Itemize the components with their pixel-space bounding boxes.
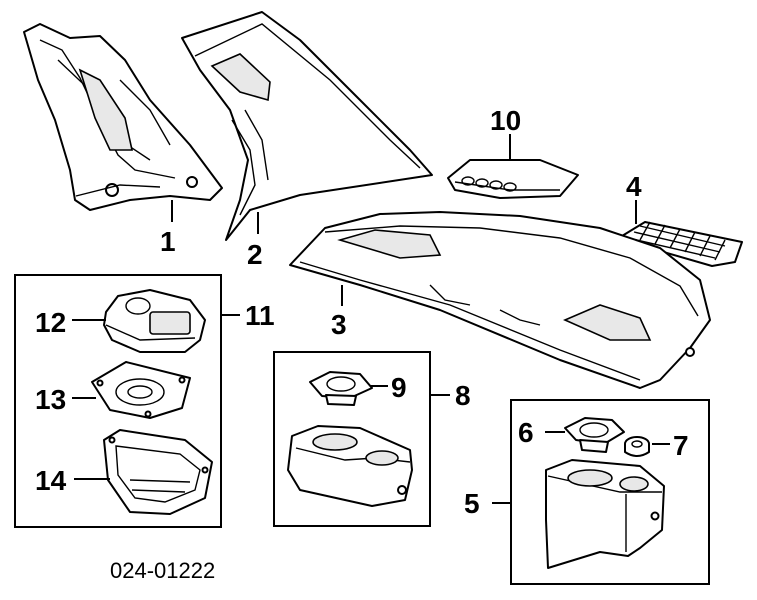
callout-13: 13 — [35, 384, 66, 415]
part-3-package-tray — [289, 211, 711, 389]
callout-12: 12 — [35, 307, 66, 338]
part-10-vent-cover — [447, 159, 579, 199]
part-2-pillar-panel — [181, 11, 433, 241]
part-13-speaker — [91, 361, 191, 419]
part-1-quarter-trim-panel — [23, 23, 223, 211]
callout-4: 4 — [626, 171, 642, 202]
part-8-console-enclosure — [287, 425, 413, 507]
callout-8: 8 — [455, 380, 471, 411]
diagram-reference-code: 024-01222 — [110, 558, 215, 583]
callout-1: 1 — [160, 226, 176, 257]
callout-11: 11 — [245, 300, 275, 331]
part-6-speaker — [564, 417, 625, 453]
group-box-11 — [14, 274, 222, 528]
part-14-speaker-enclosure — [103, 429, 213, 515]
callout-2: 2 — [247, 239, 263, 270]
callout-7: 7 — [673, 430, 689, 461]
part-9-speaker — [309, 371, 373, 406]
callout-6: 6 — [518, 417, 534, 448]
group-box-5 — [510, 399, 710, 585]
part-7-grommet — [624, 436, 650, 457]
group-box-8 — [273, 351, 431, 527]
part-5-console — [545, 459, 665, 569]
callout-3: 3 — [331, 309, 347, 340]
callout-10: 10 — [490, 105, 521, 136]
callout-14: 14 — [35, 465, 67, 496]
callout-5: 5 — [464, 488, 480, 519]
part-12-speaker-housing — [103, 289, 206, 353]
callout-9: 9 — [391, 372, 407, 403]
